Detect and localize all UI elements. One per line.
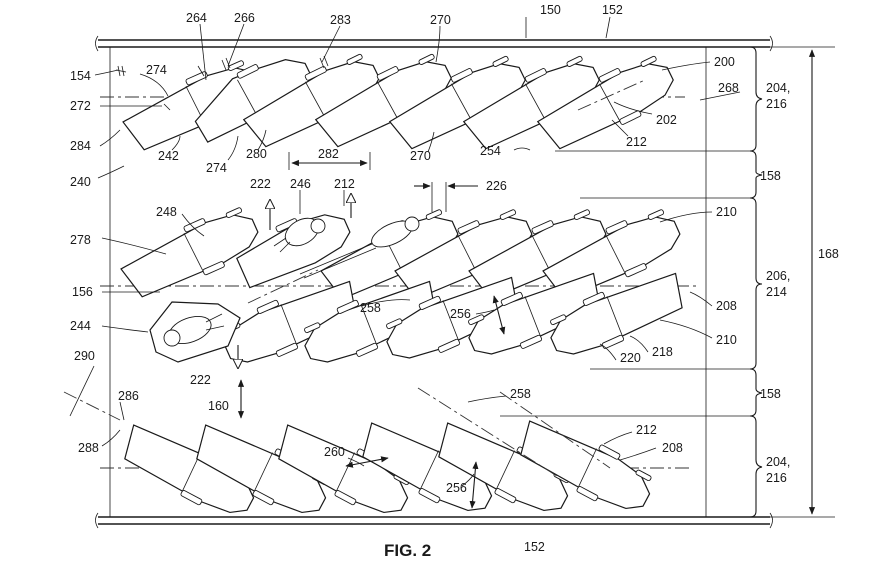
label-152-bottom: 152 bbox=[524, 540, 545, 554]
suite-244 bbox=[149, 301, 241, 363]
label-208-bottom: 208 bbox=[662, 441, 683, 455]
label-256-bottom: 256 bbox=[446, 481, 467, 495]
label-220: 220 bbox=[620, 351, 641, 365]
passenger-212 bbox=[299, 216, 420, 279]
label-200: 200 bbox=[714, 55, 735, 69]
label-272: 272 bbox=[70, 99, 91, 113]
label-160: 160 bbox=[208, 399, 229, 413]
label-258-middle: 258 bbox=[360, 301, 381, 315]
label-226: 226 bbox=[486, 179, 507, 193]
label-278: 278 bbox=[70, 233, 91, 247]
label-264: 264 bbox=[186, 11, 207, 25]
label-216-bottom: 216 bbox=[766, 471, 787, 485]
label-212-middle: 212 bbox=[334, 177, 355, 191]
bottom-row-suites bbox=[114, 408, 661, 527]
label-222-top: 222 bbox=[250, 177, 271, 191]
label-290: 290 bbox=[74, 349, 95, 363]
label-288: 288 bbox=[78, 441, 99, 455]
aisle-boundaries bbox=[500, 150, 750, 417]
label-268: 268 bbox=[718, 81, 739, 95]
label-274-bottom: 274 bbox=[206, 161, 227, 175]
label-242: 242 bbox=[158, 149, 179, 163]
figure-caption: FIG. 2 bbox=[384, 541, 431, 560]
label-156: 156 bbox=[72, 285, 93, 299]
label-258-bottom: 258 bbox=[510, 387, 531, 401]
label-266: 266 bbox=[234, 11, 255, 25]
label-240: 240 bbox=[70, 175, 91, 189]
fuselage-wall-top bbox=[95, 35, 773, 52]
partition-marks bbox=[115, 55, 329, 111]
label-270-top: 270 bbox=[430, 13, 451, 27]
label-212-top: 212 bbox=[626, 135, 647, 149]
suite-248 bbox=[115, 199, 266, 307]
label-280: 280 bbox=[246, 147, 267, 161]
middle-upper-suites bbox=[115, 199, 688, 309]
label-206: 206, bbox=[766, 269, 790, 283]
reference-labels: 150 152 152 154 264 266 283 270 274 272 … bbox=[70, 3, 839, 554]
label-286: 286 bbox=[118, 389, 139, 403]
label-218: 218 bbox=[652, 345, 673, 359]
label-270-bottom: 270 bbox=[410, 149, 431, 163]
leader-lines bbox=[69, 16, 741, 487]
dimension-arrows bbox=[345, 295, 506, 509]
label-260: 260 bbox=[324, 445, 345, 459]
label-248: 248 bbox=[156, 205, 177, 219]
label-282: 282 bbox=[318, 147, 339, 161]
label-284: 284 bbox=[70, 139, 91, 153]
label-158-top: 158 bbox=[760, 169, 781, 183]
label-202: 202 bbox=[656, 113, 677, 127]
label-274-top: 274 bbox=[146, 63, 167, 77]
label-204-bottom: 204, bbox=[766, 455, 790, 469]
suite-axis-lines bbox=[63, 79, 646, 479]
egress-arrows bbox=[238, 194, 351, 419]
passenger-246 bbox=[273, 217, 326, 253]
label-246: 246 bbox=[290, 177, 311, 191]
label-244: 244 bbox=[70, 319, 91, 333]
label-154: 154 bbox=[70, 69, 91, 83]
label-158-bottom: 158 bbox=[760, 387, 781, 401]
label-208-middle: 208 bbox=[716, 299, 737, 313]
label-210-bottom: 210 bbox=[716, 333, 737, 347]
label-283: 283 bbox=[330, 13, 351, 27]
label-212-bottom: 212 bbox=[636, 423, 657, 437]
top-row-suites bbox=[115, 45, 682, 160]
label-204-top: 204, bbox=[766, 81, 790, 95]
middle-lower-suites bbox=[149, 262, 692, 375]
label-150: 150 bbox=[540, 3, 561, 17]
label-256-middle: 256 bbox=[450, 307, 471, 321]
label-254: 254 bbox=[480, 144, 501, 158]
dimension-168 bbox=[770, 46, 835, 518]
zone-braces bbox=[749, 46, 763, 518]
label-214: 214 bbox=[766, 285, 787, 299]
label-222-bottom: 222 bbox=[190, 373, 211, 387]
fuselage-wall-bottom bbox=[95, 512, 773, 529]
label-210-top: 210 bbox=[716, 205, 737, 219]
label-168: 168 bbox=[818, 247, 839, 261]
label-216-top: 216 bbox=[766, 97, 787, 111]
dimension-226 bbox=[414, 182, 478, 212]
dimension-282 bbox=[288, 152, 371, 170]
label-152-top: 152 bbox=[602, 3, 623, 17]
